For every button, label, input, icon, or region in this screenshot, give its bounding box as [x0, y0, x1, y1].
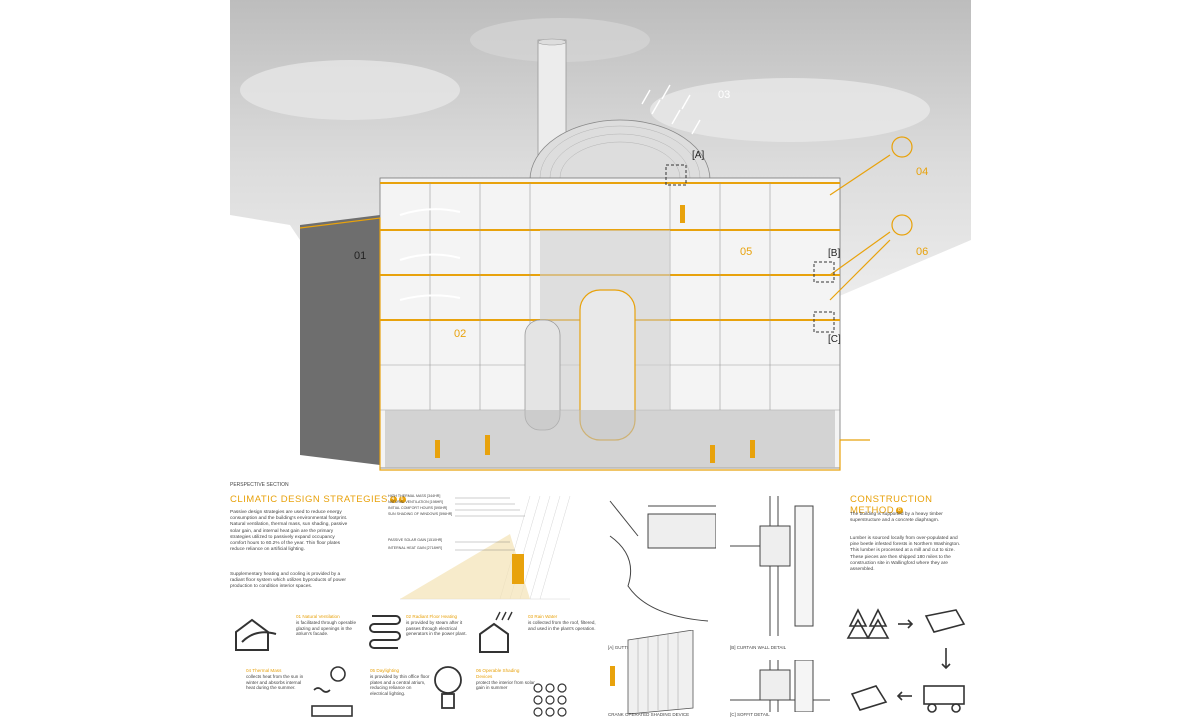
- badge-4: 4: [389, 495, 397, 503]
- strategy-05: 05 Daylighting is provided by thin offic…: [370, 668, 430, 697]
- construction-heading-text: CONSTRUCTION METHOD: [850, 494, 933, 516]
- curtain-wall-detail-label: [B] CURTAIN WALL DETAIL: [730, 645, 787, 650]
- callout-06: 06: [916, 246, 929, 258]
- lightbulb-icon: [434, 666, 462, 709]
- climatic-para-2: Supplementary heating and cooling is pro…: [230, 572, 346, 590]
- strategy-04-text: collects heat from the sun in winter and…: [246, 673, 304, 691]
- badge-8: 8: [896, 506, 904, 514]
- callout-05: 05: [740, 246, 753, 258]
- callout-03: 03: [718, 89, 731, 101]
- perspective-section-title: PERSPECTIVE SECTION: [230, 482, 289, 488]
- strategy-06-title: 06 Operable Shading Devices: [476, 668, 520, 679]
- construction-para-1: The building is supported by a heavy tim…: [850, 512, 943, 524]
- detail-tag-a: [A]: [692, 150, 705, 161]
- strategy-02-text: is provided by steam after it passes thr…: [406, 619, 467, 637]
- strategy-06-text: protect the interior from solar gain in …: [476, 679, 535, 691]
- curtain-wall-detail-drawing: [730, 496, 814, 636]
- strategy-03: 03 Rain Water is collected from the roof…: [528, 614, 598, 631]
- crank-shading-label: CRANK OPERATED SHADING DEVICE: [608, 712, 690, 717]
- climatic-para-1: Passive design strategies are used to re…: [230, 510, 348, 553]
- construction-para-2: Lumber is sourced locally from over-popu…: [850, 536, 961, 573]
- detail-tag-c: [C]: [828, 334, 841, 345]
- chart-label-4: SUN SHADING OF WINDOWS [596HR]: [388, 512, 453, 516]
- soffit-detail-drawing: [730, 660, 830, 712]
- ventilation-icon: [235, 618, 277, 651]
- thermal-mass-icon: [311, 666, 353, 717]
- strategy-05-text: is provided by thin office floor plates …: [370, 673, 430, 697]
- chart-label-1: HIGH THERMAL MASS [344HR]: [388, 494, 441, 498]
- callout-04: 04: [916, 166, 929, 178]
- gutter-detail-drawing: [609, 500, 716, 622]
- shading-device-icon: [533, 683, 567, 717]
- strategy-01: 01 Natural Ventilation is facilitated th…: [296, 614, 366, 637]
- chart-label-3: INITIAL COMFORT HOURS [595HR]: [388, 506, 448, 510]
- chart-label-5: PASSIVE SOLAR GAIN [1510HR]: [388, 538, 443, 542]
- rain-house-icon: [479, 611, 513, 653]
- callout-01: 01: [354, 250, 367, 262]
- comfort-hours-chart: [400, 495, 571, 600]
- strategy-03-title: 03 Rain Water: [528, 614, 558, 619]
- construction-process-diagram: [846, 608, 966, 713]
- chart-label-6: INTERNAL HEAT GAIN [2718HR]: [388, 546, 442, 550]
- climatic-heading-text: CLIMATIC DESIGN STRATEGIES: [230, 494, 388, 505]
- radiant-floor-icon: [369, 615, 401, 649]
- soffit-detail-label: [C] SOFFIT DETAIL: [730, 712, 770, 717]
- strategy-01-text: is facilitated through operable glazing …: [296, 619, 357, 637]
- chart-label-2: NATURAL VENTILATION [198HR]: [388, 500, 443, 504]
- strategy-05-title: 05 Daylighting: [370, 668, 400, 673]
- strategy-04: 04 Thermal Mass collects heat from the s…: [246, 668, 306, 691]
- strategy-04-title: 04 Thermal Mass: [246, 668, 282, 673]
- strategy-01-title: 01 Natural Ventilation: [296, 614, 340, 619]
- badge-6: 6: [398, 495, 406, 503]
- strategy-03-text: is collected from the roof, filtered, an…: [528, 619, 596, 631]
- crank-shading-drawing: [610, 630, 694, 714]
- strategy-06: 06 Operable Shading Devices protect the …: [476, 668, 536, 691]
- callout-02: 02: [454, 328, 467, 340]
- strategy-02-title: 02 Radiant Floor Heating: [406, 614, 458, 619]
- detail-tag-b: [B]: [828, 248, 841, 259]
- strategy-02: 02 Radiant Floor Heating is provided by …: [406, 614, 476, 637]
- poster-sheet: 01 02 03 04 05 06 [A] [B] [C] PERSPECTIV…: [230, 0, 971, 728]
- perspective-section-drawing: [230, 0, 971, 480]
